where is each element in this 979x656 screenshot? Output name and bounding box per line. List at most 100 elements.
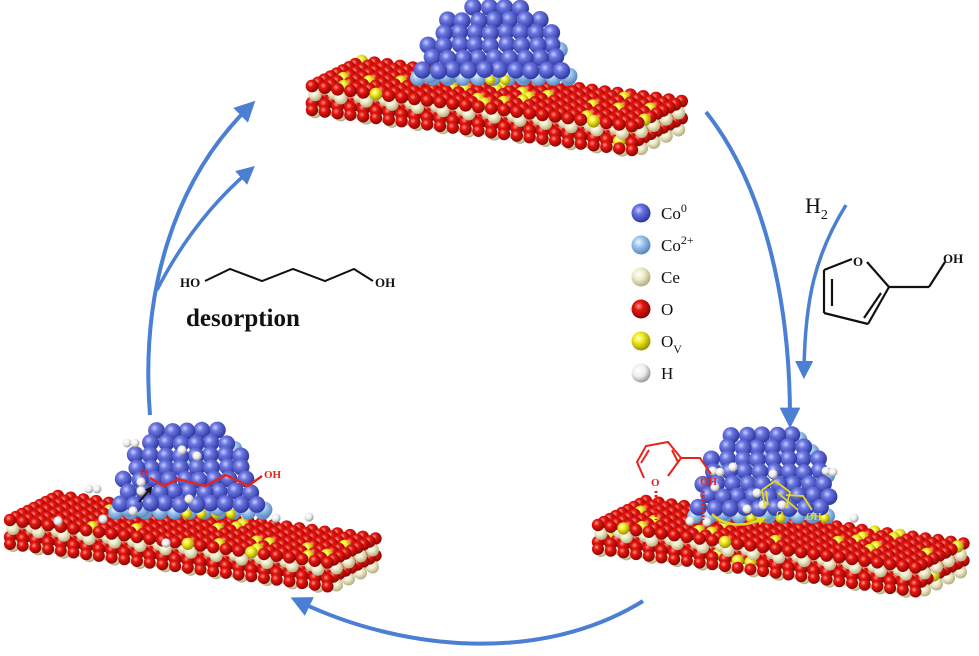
atom-o — [795, 546, 808, 559]
atom-co0 — [178, 422, 196, 440]
atom-co0 — [748, 439, 766, 457]
atom-o — [219, 542, 233, 556]
atom-o — [446, 121, 459, 134]
atom-o — [497, 127, 511, 141]
atom-co0 — [156, 494, 173, 512]
atom-o — [344, 108, 357, 122]
atom-o — [131, 555, 143, 567]
atom-o — [446, 97, 460, 110]
atom-co0 — [812, 498, 829, 516]
atom-ov — [617, 522, 630, 535]
atom-o — [668, 553, 681, 566]
arrow-ring-opening-to-catalyst — [146, 100, 256, 416]
legend-symbol: O — [661, 300, 673, 319]
atom-o — [257, 547, 271, 561]
atom-h — [728, 462, 738, 472]
atom-o — [67, 522, 80, 535]
legend-superscript: 0 — [681, 201, 687, 215]
atom-co0 — [202, 494, 219, 512]
atom-co0 — [439, 11, 457, 29]
atom-o — [357, 110, 370, 123]
cobalt-nanoparticle — [108, 421, 273, 520]
atom-co0 — [794, 450, 812, 467]
atom-o — [642, 549, 655, 562]
atom-o — [130, 530, 144, 544]
atom-co0 — [542, 24, 561, 42]
product-left-oh: HO — [180, 275, 200, 290]
atom-o — [612, 118, 626, 131]
atom-o — [510, 105, 524, 118]
atom-o — [617, 546, 630, 559]
cobalt-nanoparticle — [410, 0, 578, 86]
atom-co0 — [232, 496, 250, 513]
double-bond — [863, 292, 882, 319]
atom-co0 — [735, 462, 753, 480]
atom-o — [587, 139, 600, 152]
legend-item-co0: Co0 — [631, 201, 687, 223]
hydrogen-transfer-arrow — [138, 486, 153, 503]
atom-o — [408, 92, 421, 106]
atom-co0 — [429, 62, 448, 80]
atom-co0 — [142, 494, 160, 512]
atom-co2plus — [631, 235, 651, 255]
atom-o — [3, 513, 17, 527]
atom-co0 — [631, 203, 651, 223]
atom-co0 — [459, 61, 477, 79]
atom-o — [561, 111, 575, 125]
atom-o — [807, 547, 821, 561]
atom-o — [433, 95, 447, 109]
furan-oxygen-label: O — [853, 254, 863, 269]
atom-co0 — [739, 426, 756, 444]
chain-oh-label: OH — [264, 469, 282, 481]
atom-co0 — [208, 421, 226, 439]
atom-o — [629, 523, 643, 537]
atom-h — [742, 504, 752, 514]
atom-co0 — [547, 48, 565, 66]
atom-o — [896, 559, 909, 572]
atom-o — [472, 124, 485, 137]
atom-h — [122, 438, 132, 448]
atom-o — [433, 119, 447, 133]
atom-o — [655, 551, 668, 564]
legend-label: Ce — [661, 268, 680, 287]
atom-o — [510, 129, 523, 142]
atom-o — [574, 137, 587, 150]
atom-co0 — [423, 48, 441, 66]
atom-co0 — [119, 483, 137, 501]
atom-h — [92, 484, 102, 494]
double-bond — [671, 449, 679, 463]
atom-o — [305, 103, 319, 117]
atom-o — [305, 79, 319, 93]
atom-co0 — [413, 61, 431, 79]
atom-o — [706, 534, 719, 547]
h2-molecules — [84, 438, 140, 494]
atom-o — [497, 103, 511, 117]
carbon-chain — [204, 267, 374, 283]
atom-co0 — [719, 438, 737, 456]
intermediate-ring-bond — [761, 479, 792, 509]
arrow-adsorption-to-ring-opening — [290, 597, 645, 646]
atom-o — [29, 541, 42, 554]
legend-symbol: Co — [661, 204, 681, 223]
atom-ov — [746, 512, 757, 524]
atom-o — [356, 86, 370, 99]
atom-o — [331, 107, 344, 120]
atom-o — [845, 552, 859, 566]
co0-cluster — [112, 421, 273, 518]
atom-o — [858, 554, 871, 567]
atom-o — [105, 527, 118, 540]
atom-co0 — [490, 60, 508, 78]
atom-o — [625, 143, 639, 157]
atom-o — [156, 558, 169, 571]
carbonyl-o-label: O — [140, 467, 149, 479]
atom-co0 — [142, 434, 159, 451]
atom-h — [758, 500, 768, 510]
atom-ov — [718, 535, 732, 549]
adsorbed-hydrogen-atoms — [53, 445, 314, 548]
atom-h — [53, 516, 63, 526]
atom-o — [318, 81, 332, 94]
bond — [867, 286, 890, 325]
legend-item-ov: OV — [631, 331, 682, 356]
bond — [823, 311, 869, 326]
